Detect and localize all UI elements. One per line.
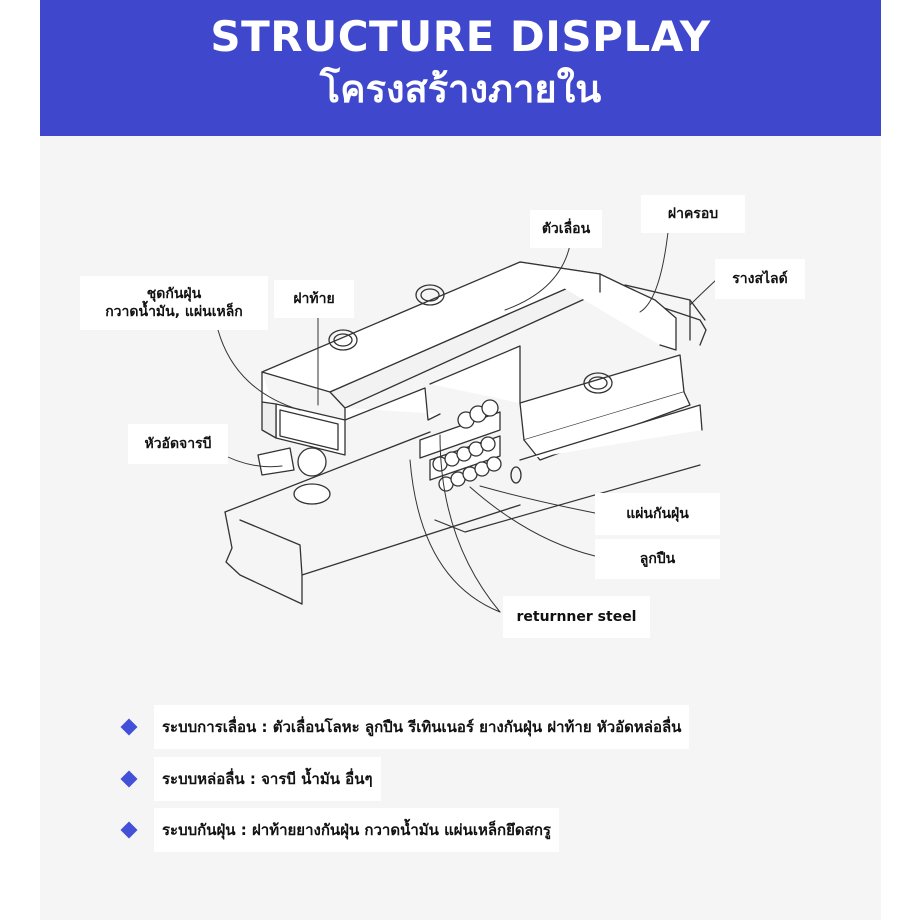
diamond-bullet-icon: [120, 718, 138, 736]
carriage-block-drawing: [261, 261, 703, 461]
label-rail: รางสไลด์: [715, 259, 805, 299]
bullet-item-dust-system: ระบบกันฝุ่น : ฝาท้ายยางกันฝุ่น กวาดน้ำมั…: [120, 808, 559, 852]
bullet-text: ระบบกันฝุ่น : ฝาท้ายยางกันฝุ่น กวาดน้ำมั…: [154, 808, 559, 852]
bullet-text: ระบบการเลื่อน : ตัวเลื่อนโลหะ ลูกปืน รีเ…: [154, 705, 690, 749]
bullet-text: ระบบหล่อลื่น : จารบี น้ำมัน อื่นๆ: [154, 757, 381, 801]
bullet-item-lubrication-system: ระบบหล่อลื่น : จารบี น้ำมัน อื่นๆ: [120, 757, 381, 801]
rail-drawing: [224, 284, 707, 605]
title-english: STRUCTURE DISPLAY: [210, 12, 711, 61]
label-returner: returnner steel: [503, 596, 650, 638]
header-banner: STRUCTURE DISPLAY โครงสร้างภายใน: [40, 0, 881, 136]
label-ball: ลูกปืน: [595, 539, 720, 579]
bolt-holes-drawing: [328, 284, 613, 484]
grease-nipple-drawing: [257, 447, 331, 505]
leader-lines: [217, 231, 717, 613]
label-grease-nipple: หัวอัดจารบี: [128, 424, 228, 464]
label-dust-plate: แผ่นกันฝุ่น: [595, 493, 720, 535]
diamond-bullet-icon: [120, 770, 138, 788]
title-thai: โครงสร้างภายใน: [319, 67, 602, 111]
end-cap-drawing: [261, 401, 346, 456]
bullet-item-sliding-system: ระบบการเลื่อน : ตัวเลื่อนโลหะ ลูกปืน รีเ…: [120, 705, 690, 749]
label-seal-set-line2: กวาดน้ำมัน, แผ่นเหล็ก: [105, 304, 243, 320]
diamond-bullet-icon: [120, 821, 138, 839]
label-slider-block: ตัวเลื่อน: [530, 210, 602, 248]
label-seal-set-line1: ชุดกันฝุ่น: [146, 286, 202, 302]
label-cover: ฝาครอบ: [641, 195, 745, 233]
label-seal-set: ชุดกันฝุ่น กวาดน้ำมัน, แผ่นเหล็ก: [80, 276, 268, 330]
label-end-cap: ฝาท้าย: [274, 280, 354, 318]
